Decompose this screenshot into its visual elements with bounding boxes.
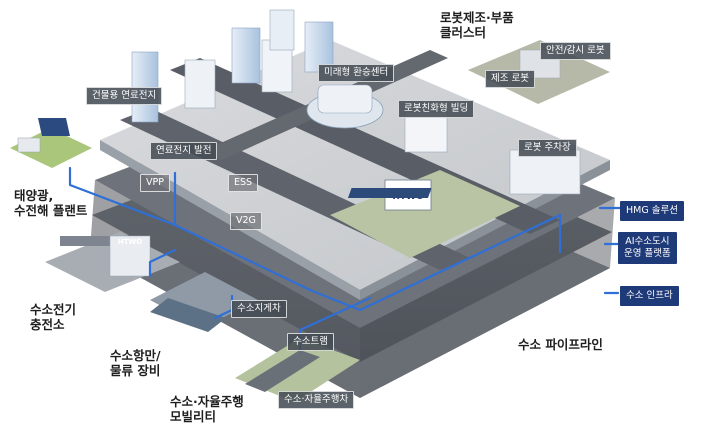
tag-robot-building: 로봇친화형 빌딩 xyxy=(398,100,475,118)
tower-right-2 xyxy=(269,9,295,51)
transfer-center-body xyxy=(317,84,373,114)
tower-left xyxy=(184,59,216,109)
buildings: HTWO xyxy=(131,9,581,211)
sidebar-ai-platform: AI수소도시 운영 플랫폼 xyxy=(618,232,677,264)
solar-roof xyxy=(347,188,432,198)
label-h2-port: 수소항만/ 물류 장비 xyxy=(110,348,161,378)
city-ground xyxy=(100,40,610,290)
park-plaza xyxy=(330,170,520,258)
tower-center xyxy=(231,27,261,84)
pipeline-station xyxy=(148,248,177,278)
station-pillar xyxy=(109,235,151,277)
tower-right xyxy=(304,21,334,73)
label-robot-cluster: 로봇제조·부품 클러스터 xyxy=(440,10,514,40)
tag-mfg-robot: 제조 로봇 xyxy=(485,70,535,88)
pipeline-main xyxy=(173,213,562,312)
solar-unit xyxy=(17,137,41,153)
tag-forklift: 수소지게차 xyxy=(231,300,287,318)
pipeline-solar xyxy=(68,166,177,227)
label-h2-pipeline: 수소 파이프라인 xyxy=(518,337,603,352)
label-solar-plant: 태양광, 수전해 플랜트 xyxy=(14,188,88,218)
solar-panel xyxy=(38,118,70,136)
robot-parking xyxy=(509,149,581,195)
tag-tram: 수소트램 xyxy=(287,333,334,351)
label-h2-station: 수소전기 충전소 xyxy=(30,302,77,332)
tag-autobus: 수소·자율주행차 xyxy=(278,391,355,409)
mobility-strip xyxy=(235,338,360,402)
label-h2-mobility: 수소·자율주행 모빌리티 xyxy=(170,394,244,424)
port-ship xyxy=(150,298,226,332)
tag-future-transfer: 미래형 환승센터 xyxy=(318,64,395,82)
tag-robot-parking: 로봇 주차장 xyxy=(518,139,577,157)
underground-edge-right xyxy=(360,198,615,398)
tag-ess: ESS xyxy=(228,174,259,192)
tag-fc-power: 연료전지 발전 xyxy=(150,142,218,160)
sidebar-hmg-solution: HMG 솔루션 xyxy=(620,201,684,221)
sidebar-h2-infra: 수소 인프라 xyxy=(620,286,679,306)
h2-port xyxy=(150,272,258,332)
tag-v2g: V2G xyxy=(230,212,262,230)
city-slab-front-right xyxy=(360,160,610,300)
station-logo: HTWO xyxy=(118,238,142,246)
h2-station: HTWO xyxy=(45,232,180,292)
station-canopy xyxy=(60,236,146,246)
solar-plant xyxy=(10,118,92,168)
tag-safety-robot: 안전/감시 로봇 xyxy=(540,42,611,60)
tag-building-fc: 건물용 연료전지 xyxy=(86,87,163,105)
mobility-road xyxy=(245,350,320,392)
robot-building xyxy=(404,111,448,153)
tag-vpp: VPP xyxy=(140,174,170,192)
